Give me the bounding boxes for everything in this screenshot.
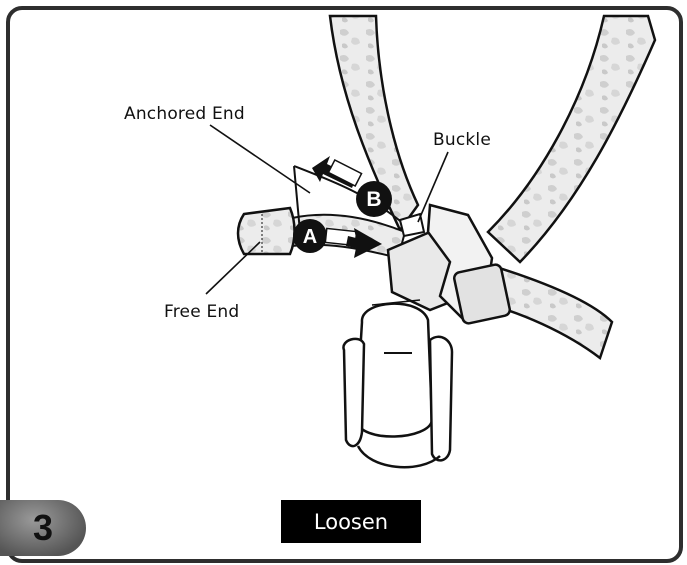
anchored-end-label: Anchored End	[124, 104, 245, 124]
pouch	[342, 299, 454, 469]
right-strap	[486, 14, 657, 264]
action-label: Loosen	[281, 500, 421, 543]
free-end-leader	[205, 241, 261, 295]
anchored-end-leader	[209, 124, 311, 194]
free-end-tip	[236, 206, 296, 256]
free-end-label: Free End	[164, 302, 240, 322]
diagram-frame	[6, 6, 683, 563]
buckle-leader	[417, 151, 449, 223]
arrow-a-letter: A	[303, 226, 317, 248]
anchored-end-loop	[293, 165, 406, 233]
arrow-b-letter: B	[366, 188, 381, 211]
step-number-badge: 3	[0, 500, 86, 556]
buckle-label: Buckle	[433, 130, 492, 150]
arrow-b: B	[312, 156, 392, 217]
buckle	[386, 203, 512, 325]
arrow-a: A	[293, 219, 382, 258]
